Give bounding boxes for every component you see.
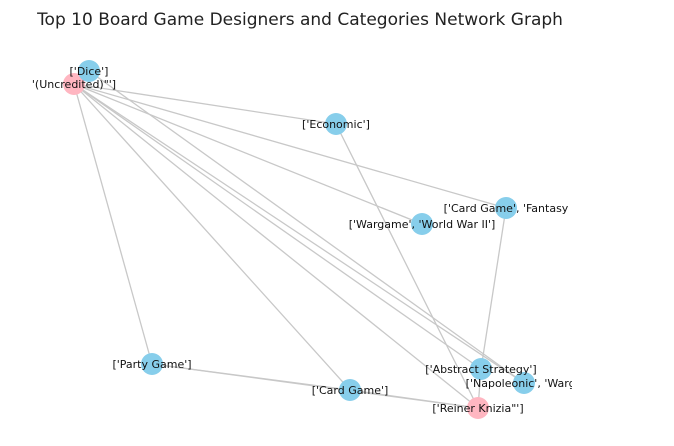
node-label-dice: ['Dice'] xyxy=(70,65,109,78)
edge-uncredited-abstract xyxy=(73,83,482,370)
node-label-cardfantasy: ['Card Game', 'Fantasy xyxy=(444,202,569,215)
node-label-wargame_ww2: ['Wargame', 'World War II'] xyxy=(349,218,496,231)
node-wargame_ww2 xyxy=(411,213,433,235)
edge-uncredited-party xyxy=(73,83,153,365)
node-cardgame xyxy=(339,379,361,401)
edge-uncredited-economic xyxy=(73,83,337,125)
node-label-abstract: ['Abstract Strategy'] xyxy=(425,363,536,376)
node-label-knizia: ['Reiner Knizia"'] xyxy=(432,402,523,415)
node-label-cardgame: ['Card Game'] xyxy=(312,384,389,397)
node-uncredited xyxy=(63,73,85,95)
edge-uncredited-cardgame xyxy=(73,83,351,391)
node-label-party: ['Party Game'] xyxy=(112,358,191,371)
nodes-layer xyxy=(63,60,535,419)
edge-uncredited-napoleonic xyxy=(73,83,525,384)
node-party xyxy=(141,353,163,375)
labels-layer: '(Uncredited)"'] ['Reiner Knizia"'] ['Dice… xyxy=(32,65,583,415)
edge-economic-knizia xyxy=(335,123,479,409)
node-cardfantasy xyxy=(495,197,517,219)
node-dice xyxy=(78,60,100,82)
edge-dice-napoleonic xyxy=(88,70,525,384)
edge-cardfantasy-abstract xyxy=(480,207,507,370)
node-label-economic: ['Economic'] xyxy=(302,118,370,131)
node-label-napoleonic: ['Napoleonic', 'Warga xyxy=(466,377,583,390)
node-economic xyxy=(325,113,347,135)
edges-layer xyxy=(73,70,525,409)
node-knizia xyxy=(467,397,489,419)
edge-uncredited-cardfantasy xyxy=(73,83,507,209)
graph-title: Top 10 Board Game Designers and Categori… xyxy=(37,10,563,30)
node-napoleonic xyxy=(513,372,535,394)
edge-uncredited-knizia xyxy=(73,83,479,409)
edge-uncredited-wargame_ww2 xyxy=(73,83,423,225)
node-abstract xyxy=(470,358,492,380)
edge-party-knizia xyxy=(151,363,479,409)
node-label-uncredited: '(Uncredited)"'] xyxy=(32,78,116,91)
